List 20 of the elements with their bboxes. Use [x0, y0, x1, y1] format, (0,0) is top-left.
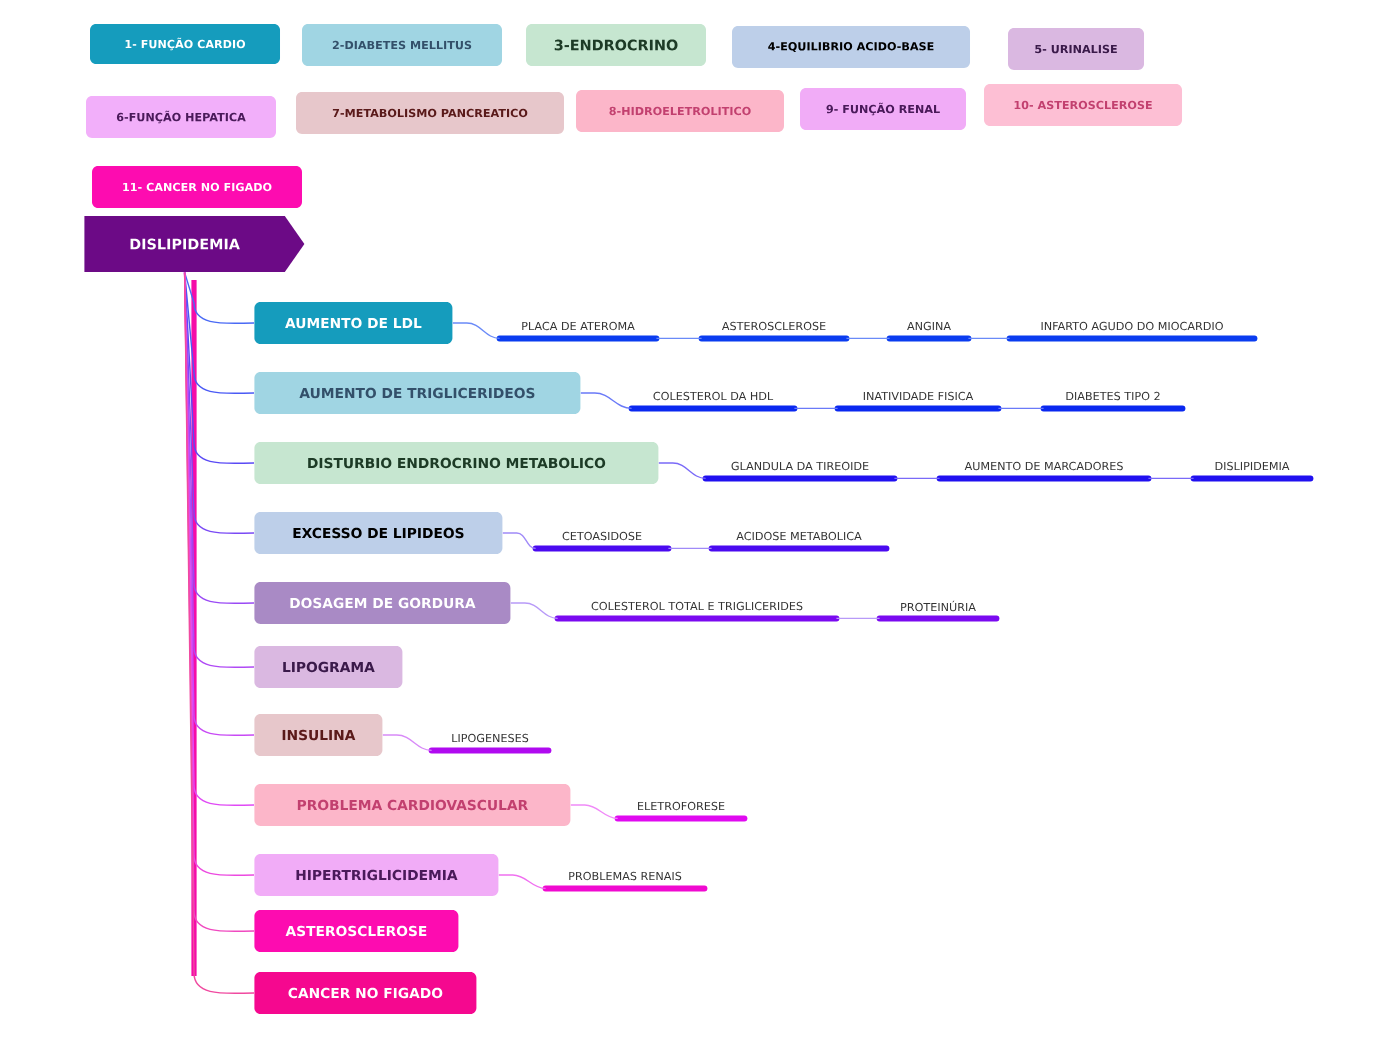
connector-line [997, 407, 1045, 410]
connector-line [658, 462, 707, 480]
branch-connector [183, 271, 255, 465]
connector-line [845, 337, 891, 340]
connector-line [580, 392, 633, 410]
connector-line [1147, 477, 1195, 480]
connector-line [452, 322, 501, 340]
connector-line [893, 477, 941, 480]
connector-line [655, 337, 703, 340]
connector-line [967, 337, 1011, 340]
connector-line [570, 804, 619, 820]
branch-connector [183, 271, 255, 325]
connector-line [498, 874, 547, 890]
connector-line [835, 617, 881, 620]
connector-line [382, 734, 433, 752]
connector-line [793, 407, 839, 410]
branch-connector [183, 271, 255, 395]
connector-line [510, 602, 559, 620]
connector-line [667, 547, 713, 550]
connector-line [502, 532, 537, 550]
